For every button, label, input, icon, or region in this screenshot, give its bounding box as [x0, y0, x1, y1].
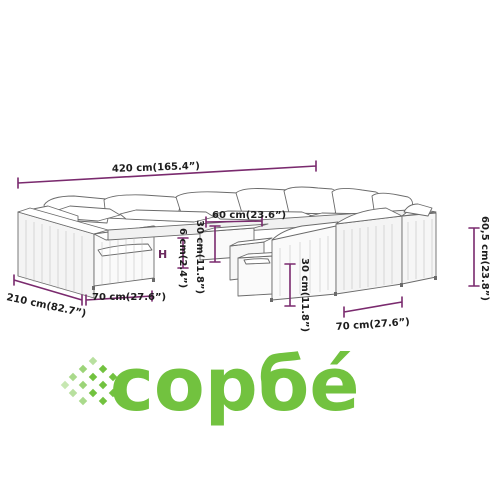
module-depth-label: 70 cm(27.6”)	[335, 317, 410, 333]
leg-height-label: 6 cm(2.4”)	[177, 228, 188, 288]
back-height-line	[468, 227, 480, 287]
total-depth-label: 210 cm(82.7”)	[5, 292, 87, 320]
module-width-label: 70 cm(27.6”)	[92, 292, 166, 303]
total-width-line	[17, 160, 317, 189]
dimension-lines	[13, 160, 480, 318]
leg-height-line	[177, 237, 189, 269]
center-width-line	[205, 215, 263, 228]
back-height-label: 60,5 cm(23.8”)	[479, 216, 490, 301]
diamond-pixel-icon	[60, 356, 118, 406]
total-depth-line	[13, 274, 83, 306]
brand-logo: сорбе́	[60, 342, 360, 428]
center-height-label: 30 cm(11.8”)	[194, 220, 205, 294]
h-marker: H	[158, 248, 167, 261]
module-width-line	[85, 290, 153, 306]
center-width-label: 60 cm(23.6”)	[212, 210, 286, 221]
sofa-feet	[92, 276, 437, 302]
brand-wordmark: сорбе́	[110, 342, 360, 428]
ottoman-height-label: 30 cm(11.8”)	[299, 258, 310, 332]
module-depth-line	[343, 296, 403, 318]
right-module-b	[401, 212, 437, 285]
sofa-drawing	[17, 186, 437, 302]
total-width-label: 420 cm(165.4”)	[112, 161, 200, 175]
center-height-line	[209, 225, 221, 263]
ottoman-height-line	[284, 263, 296, 307]
